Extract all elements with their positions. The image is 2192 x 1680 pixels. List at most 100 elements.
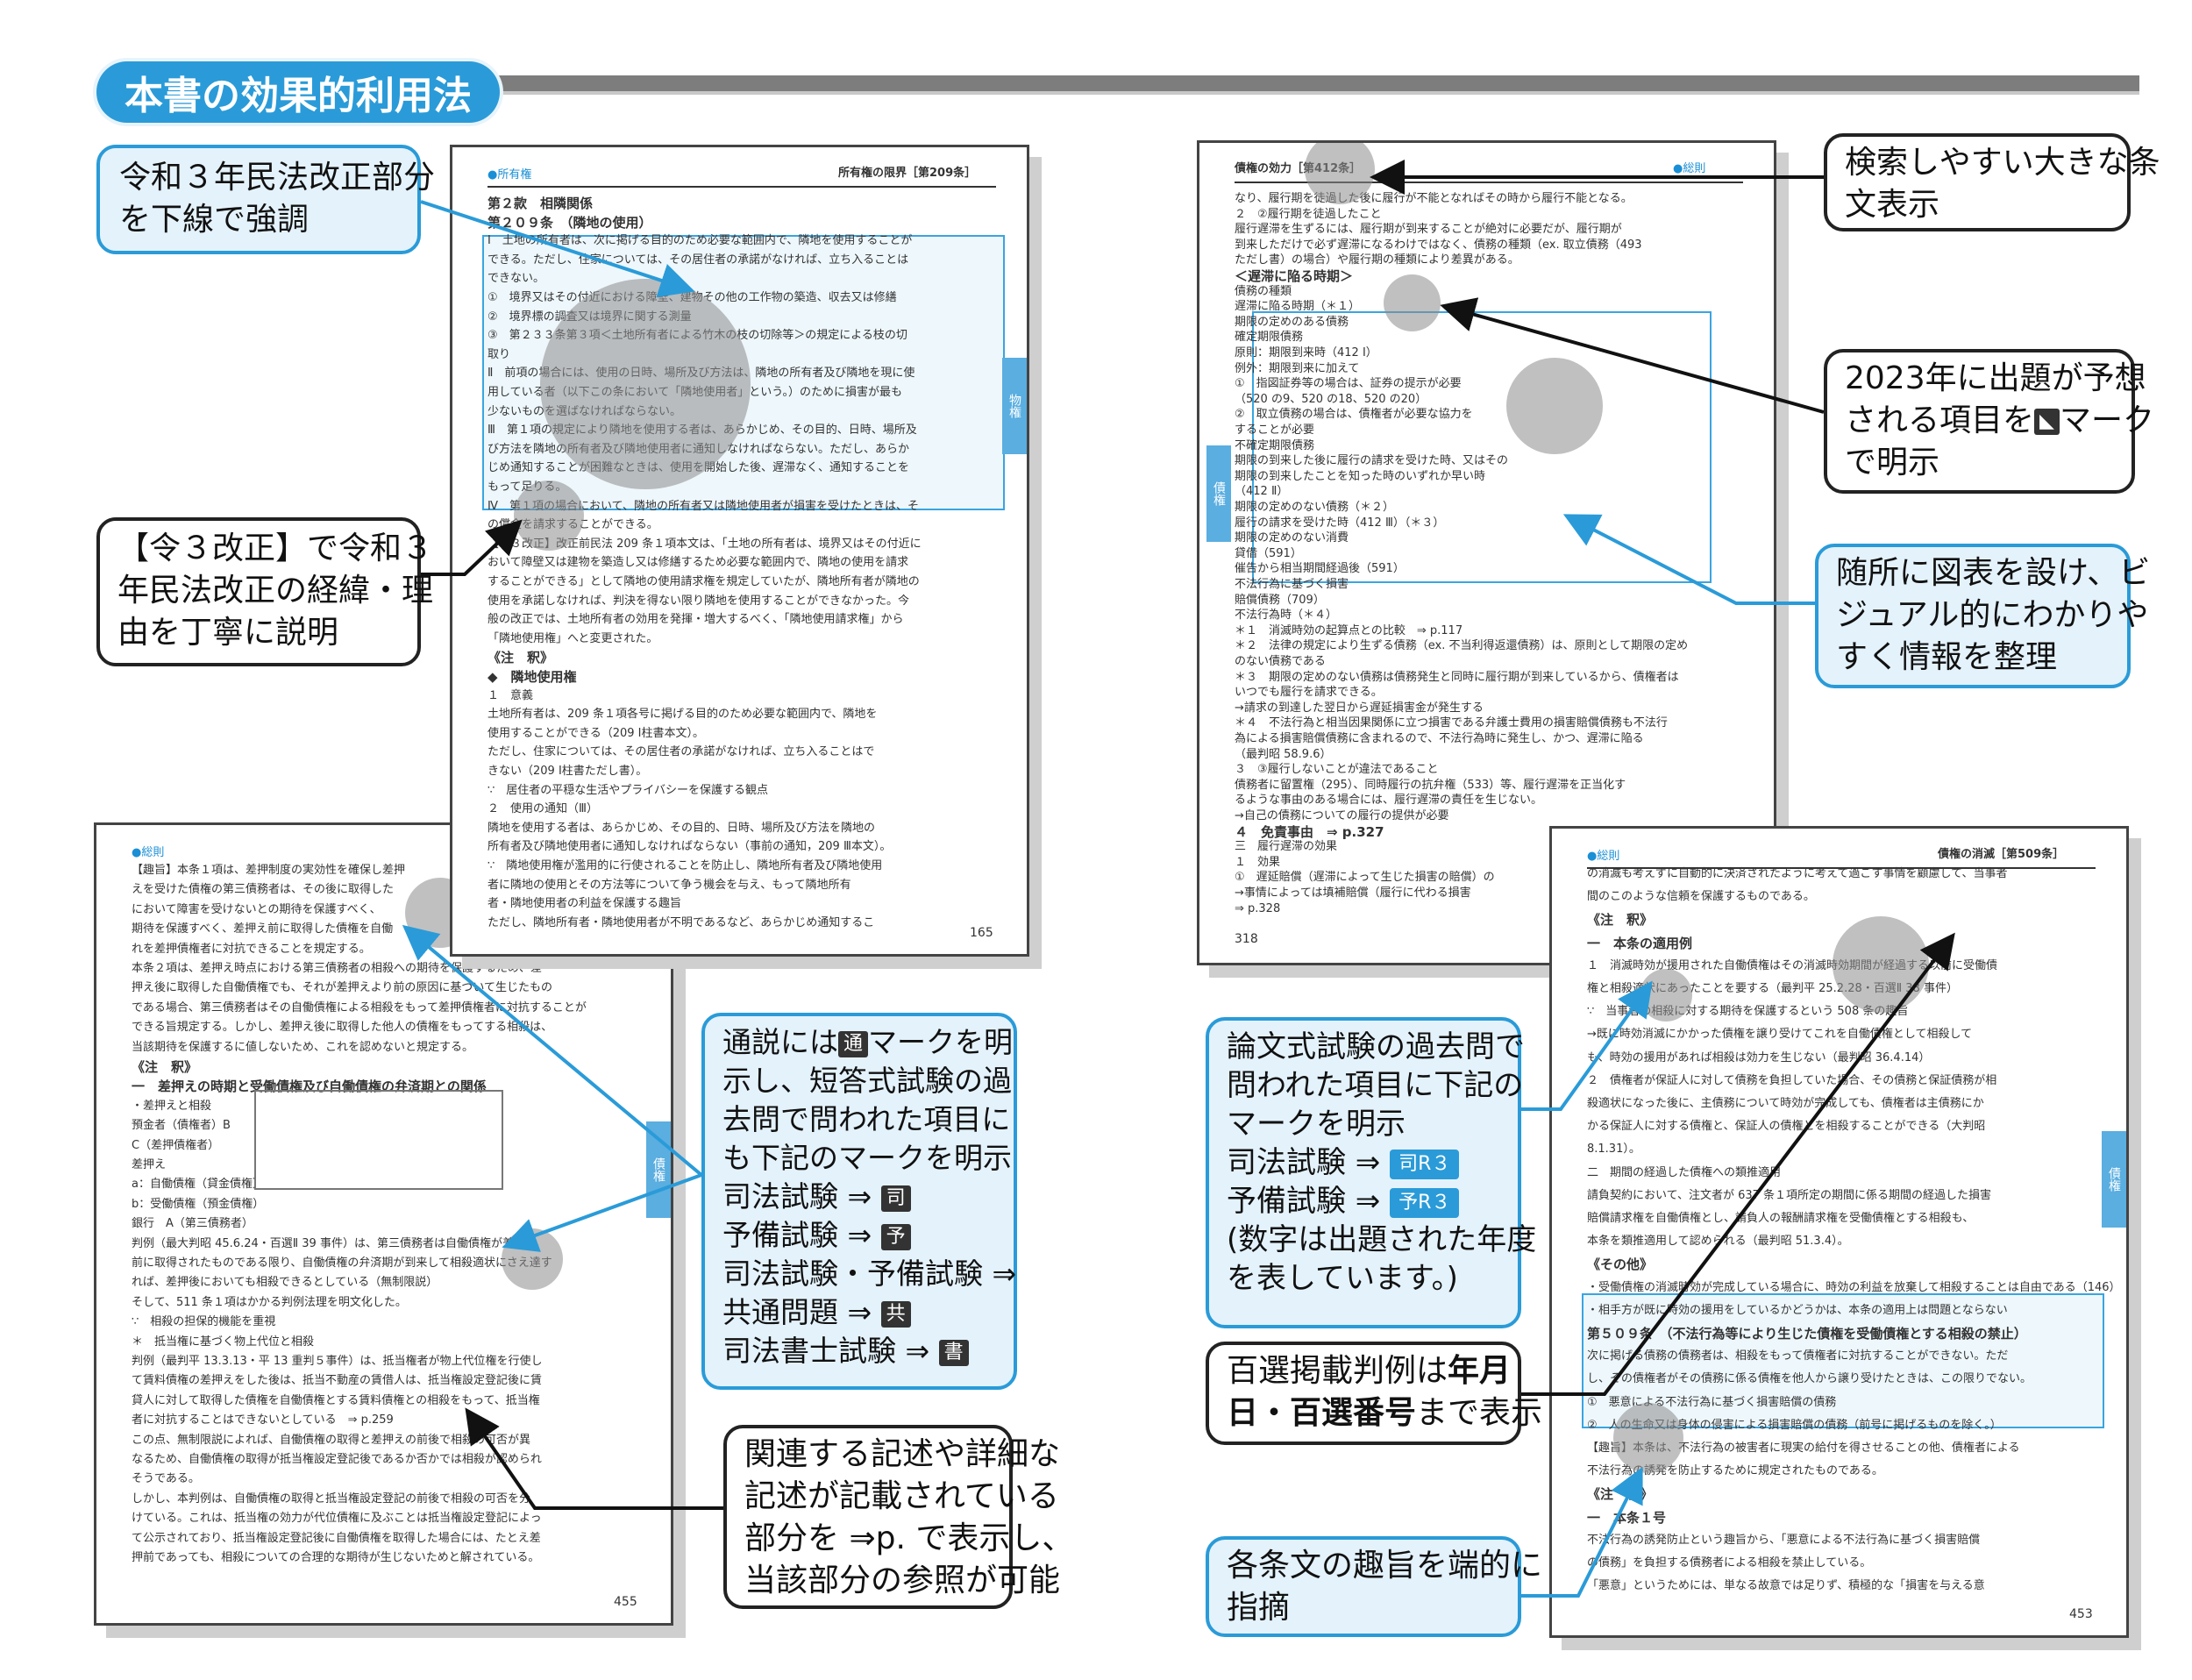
page-text-line: この点、無制限説によれば、自働債権の取得と差押えの前後で相殺の可否が異	[132, 1433, 531, 1447]
callout-line: 当該部分の参照が可能	[744, 1563, 1061, 1598]
essay-mark-row: 予備試験 ⇒ 予R３	[1227, 1182, 1500, 1221]
page-text-line: することができる」として隣地の使用請求権を規定していたが、隣地所有者が隣地の	[488, 575, 920, 588]
page-text-line: 債務者に留置権（295）、同時履行の抗弁権（533）等、履行遅滞を正当化す	[1235, 778, 1626, 792]
running-head: 債権の消滅［第509条］	[1938, 848, 2065, 861]
page-text-line: 《注 釈》	[488, 650, 554, 666]
page-text-line: 不確定期限債務	[1235, 438, 1315, 452]
page-text-line: て賃料債権の差押えをした後は、抵当不動産の賃借人は、抵当権設定登記後に賃	[132, 1374, 543, 1388]
callout-line: 由を丁寧に説明	[117, 615, 339, 651]
callout-line: される項目を◣マーク	[1845, 400, 2154, 442]
page-text-line: きない（209 Ⅰ柱書ただし書）。	[488, 765, 648, 778]
mark-label: 司法試験・予備試験	[722, 1256, 983, 1291]
head-rule	[1235, 182, 1743, 183]
arrow-symbol: ⇒	[838, 1295, 881, 1329]
page-text-line: 《注 釈》	[132, 1059, 198, 1075]
page-number: 165	[970, 926, 993, 940]
page-text-line: ＊４ 不法行為と相当因果関係に立つ損害である弁護士費用の損害賠償債務も不法行	[1235, 716, 1668, 730]
page-text-line: 賠償債務（709）	[1235, 593, 1325, 607]
callout-text: マーク	[2059, 402, 2154, 438]
page-section-label: ●総則	[1587, 850, 1620, 863]
page-text-line: 履行遅滞を生ずるには、履行期が到来することが絶対に必要だが、履行期が	[1235, 223, 1622, 237]
arrow-purpose	[1521, 1466, 1643, 1598]
page-number: 453	[2069, 1607, 2093, 1621]
page-text-line: することが必要	[1235, 424, 1315, 437]
page-text-line: 期限の到来した後に履行の請求を受けた時、又はその	[1235, 454, 1509, 468]
page-text-line: 使用することができる（209 Ⅰ柱書本文）。	[488, 726, 705, 740]
callout-underline: 令和３年民法改正部分 を下線で強調	[96, 145, 435, 254]
chapter-tab: 債権	[1206, 445, 1231, 542]
callout-line: 2023年に出題が予想	[1845, 360, 2146, 396]
page-text-line: 使用を承諾しなければ、判決を得ない限り隣地を使用することができなかった。今	[488, 594, 910, 608]
callout-line: 日・百選番号まで表示	[1227, 1392, 1542, 1434]
page-text-line: 期待を保護すべく、差押え前に取得した債権を自働	[132, 922, 394, 936]
page-text-line: 履行の請求を受けた時（412 Ⅲ）（＊３）	[1235, 516, 1445, 530]
callout-line: 随所に図表を設け、ビ	[1836, 555, 2151, 591]
timing-table	[1252, 311, 1712, 583]
page-text-line: 確定期限債務	[1235, 331, 1304, 345]
sample-page-453: ●総則 債権の消滅［第509条］ の消滅も考えずに自動的に決済されたように考えて…	[1549, 826, 2129, 1638]
page-text-line: 期限の定めのない債務（＊２）	[1235, 501, 1395, 514]
callout-text: マークを明	[868, 1025, 1014, 1059]
page-text-line: 三 履行遅滞の効果	[1235, 840, 1338, 854]
page-section-label: ●総則	[1673, 162, 1706, 175]
article-box	[1582, 1293, 2104, 1428]
head-rule	[488, 186, 996, 188]
page-text-line: 隣地を使用する者は、あらかじめ、その目的、日時、場所及び方法を隣地の	[488, 821, 876, 835]
arrow-underline	[420, 200, 695, 298]
page-text-line: るような事由のある場合には、履行遅滞の責任を生じない。	[1235, 794, 1543, 808]
callout-line: 部分を ⇒p. で表示し、	[744, 1520, 1074, 1556]
page-text-line: ② 取立債務の場合は、債権者が必要な協力を	[1235, 408, 1473, 422]
highlight-circle	[1833, 916, 1929, 1013]
page-title: 本書の効果的利用法	[96, 61, 500, 123]
callout-line: 【令３改正】で令和３	[117, 530, 434, 566]
page-text-line: ただし、住家については、その居住者の承諾がなければ、立ち入ることはで	[488, 745, 875, 759]
page-text-line: ＊１ 消滅時効の起算点との比較 ⇒ p.117	[1235, 623, 1463, 637]
highlight-circle	[1384, 274, 1441, 331]
arrow-forecast	[1440, 297, 1825, 414]
page-text-line: Ⅳ 第１項の場合において、隣地の所有者又は隣地使用者が損害を受けたときは、そ	[488, 499, 919, 513]
mark-label: 共通問題	[722, 1295, 838, 1329]
page-text-line: ・差押えと相殺	[132, 1099, 212, 1113]
theory-mark-list: 司法試験 ⇒ 司予備試験 ⇒ 予司法試験・予備試験 ⇒ 共通問題 ⇒ 共司法書士…	[722, 1178, 1016, 1370]
page-text-line: 者に対抗することはできないとしている ⇒ p.259	[132, 1413, 394, 1427]
callout-line: で明示	[1845, 445, 1940, 481]
page-text-line: 期限の定めのある債務	[1235, 315, 1349, 329]
callout-purpose: 各条文の趣旨を端的に 指摘	[1206, 1536, 1542, 1637]
page-text-line: けている。これは、抵当権の効力が代位債権に及ぶことは抵当権設定登記によっ	[132, 1512, 542, 1526]
page-text-line: のない債務である	[1235, 655, 1326, 668]
page-text-line: １ 意義	[488, 688, 534, 702]
arrow-reference	[465, 1407, 723, 1510]
callout-theory: 通説には通マークを明 示し、短答式試験の過 去問で問われた項目に も下記のマーク…	[701, 1013, 1017, 1390]
page-text-line: 預金者（債権者）B	[132, 1119, 231, 1133]
callout-reference: 関連する記述や詳細な 記述が記載されている 部分を ⇒p. で表示し、 当該部分…	[723, 1425, 1074, 1609]
callout-line: 年民法改正の経緯・理	[117, 573, 434, 609]
page-text-line: ∵ 居住者の平穏な生活やプライバシーを保護する観点	[488, 783, 769, 797]
page-text-line: し、その債権者がその債務に係る債権を他人から譲り受けたときは、この限りでない。	[1587, 1372, 2032, 1386]
page-text-line: 不法行為に基づく損害	[1235, 578, 1349, 591]
page-text-line: かる保証人に対する債権と、保証人の債権とを相殺することができる（大判昭	[1587, 1120, 1986, 1134]
page-text-line: 第２０９条 （隣地の使用）	[488, 214, 652, 231]
theory-mark-row: 司法書士試験 ⇒ 書	[722, 1332, 996, 1370]
page-text-line: れを差押債権者に対抗できることを規定する。	[132, 942, 371, 956]
page-text-line: 二 期間の経過した債権への類推適用	[1587, 1165, 1782, 1179]
page-text-line: て公示されており、抵当権設定登記後に自働債権を取得した場合には、たとえ差	[132, 1531, 541, 1545]
page-text-line: 本条２項は、差押え時点における第三債務者の相殺への期待を保護するため、差	[132, 962, 543, 975]
page-text-line: a：自働債権（貸金債権）	[132, 1178, 264, 1192]
page-text-line: 例外：期限到来に加えて	[1235, 361, 1360, 375]
callout-text: 百選掲載判例は	[1227, 1353, 1448, 1389]
callout-line: 検索しやすい大きな条	[1845, 145, 2160, 181]
arrow-theory-2	[502, 1173, 702, 1252]
page-text-line: できる旨規定する。しかし、差押え後に取得した他人の債権をもってする相殺は、	[132, 1021, 553, 1035]
chapter-tab: 物権	[1002, 358, 1027, 454]
arrow-symbol: ⇒	[1346, 1145, 1391, 1180]
exam-mark-icon: 司	[880, 1185, 911, 1212]
page-text-line: →請求の到達した翌日から遅延損害金が発生する	[1235, 701, 1484, 715]
page-text-line: →事情によっては填補賠償（履行に代わる損害	[1235, 886, 1471, 900]
head-rule	[1587, 867, 2096, 869]
mark-label: 司法書士試験	[722, 1334, 896, 1368]
page-text-line: b：受働債権（預金債権）	[132, 1197, 265, 1211]
header-rule	[491, 75, 2139, 91]
page-text-line: ・受働債権の消滅時効が完成している場合に、時効の利益を放棄して相殺することは自由…	[1587, 1280, 2121, 1294]
callout-line: 去問で問われた項目に	[722, 1102, 1011, 1136]
page-text-line: 次に掲げる債務の債務者は、相殺をもって債権者に対抗することができない。ただ	[1587, 1349, 2009, 1363]
